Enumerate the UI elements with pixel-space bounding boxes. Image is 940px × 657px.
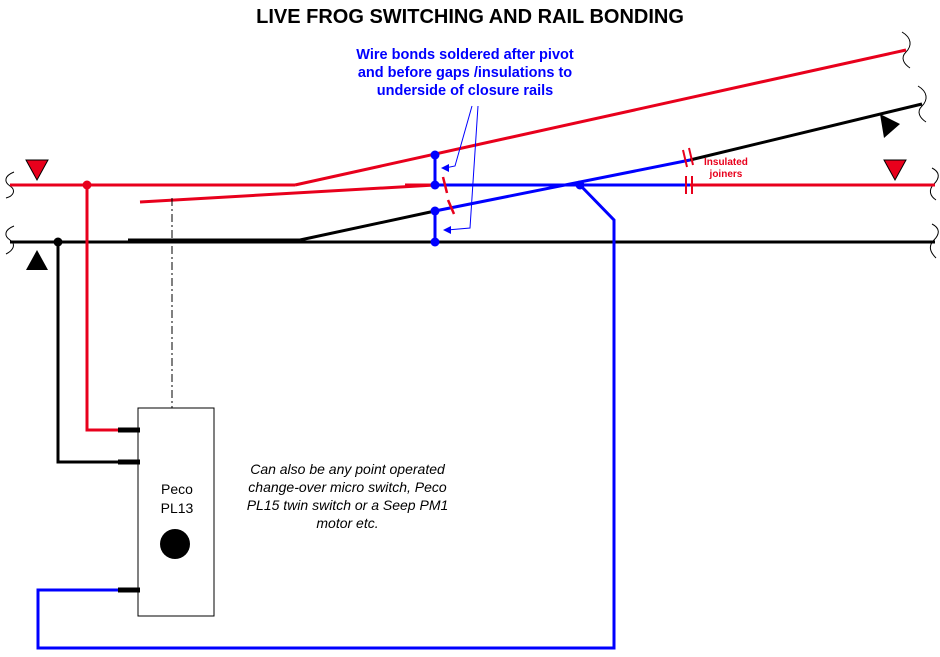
black-polarity-triangle-left — [26, 250, 48, 270]
break-mark-left-black — [5, 225, 15, 255]
black-feed-wire — [56, 242, 140, 464]
note-line: PL15 twin switch or a Seep PM1 — [246, 497, 449, 513]
callout-arrow-lower — [446, 105, 479, 231]
red-switch-blade — [139, 183, 436, 204]
red-polarity-triangle-right — [883, 159, 907, 182]
label-line: Insulated — [704, 157, 748, 168]
label-line: PL13 — [160, 500, 194, 516]
note-text: Can also be any point operated change-ov… — [220, 460, 475, 532]
break-mark-top-red — [901, 31, 911, 69]
callout-arrowhead — [441, 164, 449, 172]
note-line: change-over micro switch, Peco — [248, 479, 447, 495]
bond-dot — [430, 150, 440, 160]
label-line: Peco — [161, 481, 193, 497]
bond-dot — [430, 180, 440, 190]
switch-box-label: Peco PL13 — [140, 480, 214, 518]
callout-line: Wire bonds soldered after pivot — [356, 47, 574, 63]
black-switch-blade-diverge — [299, 209, 436, 242]
blue-frog-feed-wire — [36, 183, 616, 650]
insulation-gap — [441, 176, 449, 194]
diagram-title: LIVE FROG SWITCHING AND RAIL BONDING — [256, 6, 684, 28]
black-diverging-rail — [689, 102, 923, 162]
switch-box — [137, 407, 215, 617]
insulation-gap — [446, 199, 456, 215]
callout-arrow-upper — [444, 105, 473, 169]
note-line: Can also be any point operated — [250, 461, 445, 477]
label-line: joiners — [709, 169, 743, 180]
blue-frog-diverge — [434, 158, 691, 213]
insulated-joiners-label: Insulated joiners — [704, 157, 748, 181]
black-polarity-triangle-right — [880, 114, 900, 138]
switch-knob — [160, 529, 190, 559]
red-feed-dot — [82, 180, 92, 190]
callout-arrowhead — [443, 226, 451, 234]
note-line: motor etc. — [316, 515, 379, 531]
bond-dot — [430, 237, 440, 247]
insulated-joiner — [688, 147, 694, 166]
black-feed-dot — [53, 237, 63, 247]
callout-line: underside of closure rails — [376, 83, 554, 99]
red-polarity-triangle-left — [25, 159, 49, 182]
bond-dot — [430, 206, 440, 216]
callout-line: and before gaps /insulations to — [357, 65, 573, 81]
break-mark-right-black — [929, 223, 939, 259]
frog-dot — [575, 180, 585, 190]
red-feed-wire — [85, 185, 140, 432]
break-mark-top-black — [917, 85, 927, 123]
insulated-joiner — [682, 149, 688, 168]
bond-callout: Wire bonds soldered after pivot and befo… — [300, 46, 630, 100]
red-diverging-stock-rail — [294, 48, 907, 187]
